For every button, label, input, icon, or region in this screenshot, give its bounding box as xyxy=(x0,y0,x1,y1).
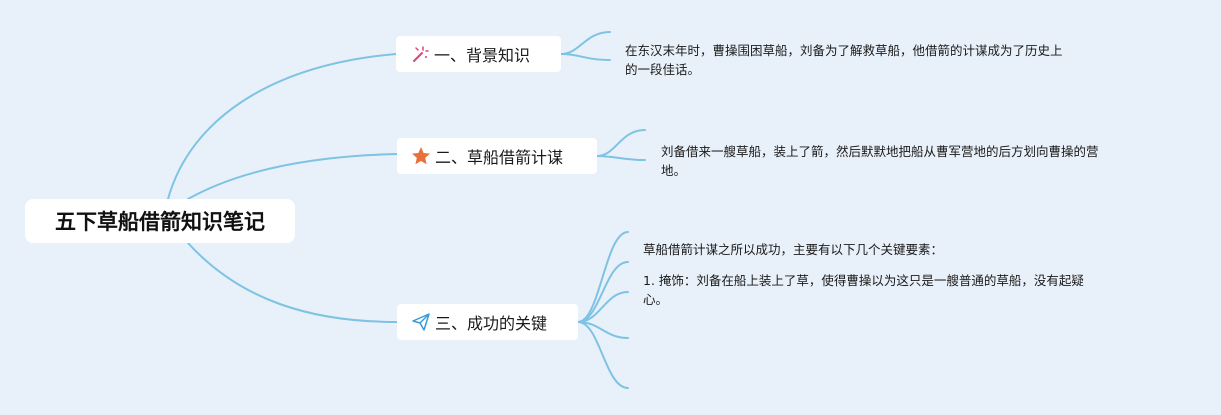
note-line: 心。 xyxy=(643,292,669,307)
root-title: 五下草船借箭知识笔记 xyxy=(55,210,265,234)
connector-root-branch2 xyxy=(187,153,398,200)
magic-wand-icon xyxy=(410,44,430,64)
note-line: 草船借箭计谋之所以成功，主要有以下几个关键要素： xyxy=(643,242,944,257)
connector-root-branch1 xyxy=(167,53,397,200)
connector-root-branch3 xyxy=(187,242,398,323)
branch-background-knowledge[interactable]: 一、背景知识 xyxy=(396,36,561,72)
note-line: 的一段佳话。 xyxy=(625,62,701,77)
note-success-point1: 1. 掩饰：刘备在船上装上了草，使得曹操以为这只是一艘普通的草船，没有起疑 心。 xyxy=(643,271,1084,309)
branch-success-keys[interactable]: 三、成功的关键 xyxy=(397,304,578,340)
note-line: 刘备借来一艘草船，装上了箭，然后默默地把船从曹军营地的后方划向曹操的营 xyxy=(661,144,1099,159)
branch-strategy[interactable]: 二、草船借箭计谋 xyxy=(397,138,597,174)
branch-label: 二、草船借箭计谋 xyxy=(435,148,564,167)
note-line: 地。 xyxy=(661,163,687,178)
branch-label: 三、成功的关键 xyxy=(435,314,548,333)
note-line: 在东汉末年时，曹操围困草船，刘备为了解救草船，他借箭的计谋成为了历史上 xyxy=(625,43,1063,58)
root-topic[interactable]: 五下草船借箭知识笔记 xyxy=(25,199,295,243)
branch-label: 一、背景知识 xyxy=(434,46,531,65)
note-line: 1. 掩饰：刘备在船上装上了草，使得曹操以为这只是一艘普通的草船，没有起疑 xyxy=(643,273,1084,288)
note-background: 在东汉末年时，曹操围困草船，刘备为了解救草船，他借箭的计谋成为了历史上 的一段佳… xyxy=(625,41,1063,79)
star-icon xyxy=(411,146,431,166)
paper-plane-icon xyxy=(411,312,431,332)
note-success-intro: 草船借箭计谋之所以成功，主要有以下几个关键要素： xyxy=(643,240,943,259)
note-strategy: 刘备借来一艘草船，装上了箭，然后默默地把船从曹军营地的后方划向曹操的营 地。 xyxy=(661,142,1099,180)
